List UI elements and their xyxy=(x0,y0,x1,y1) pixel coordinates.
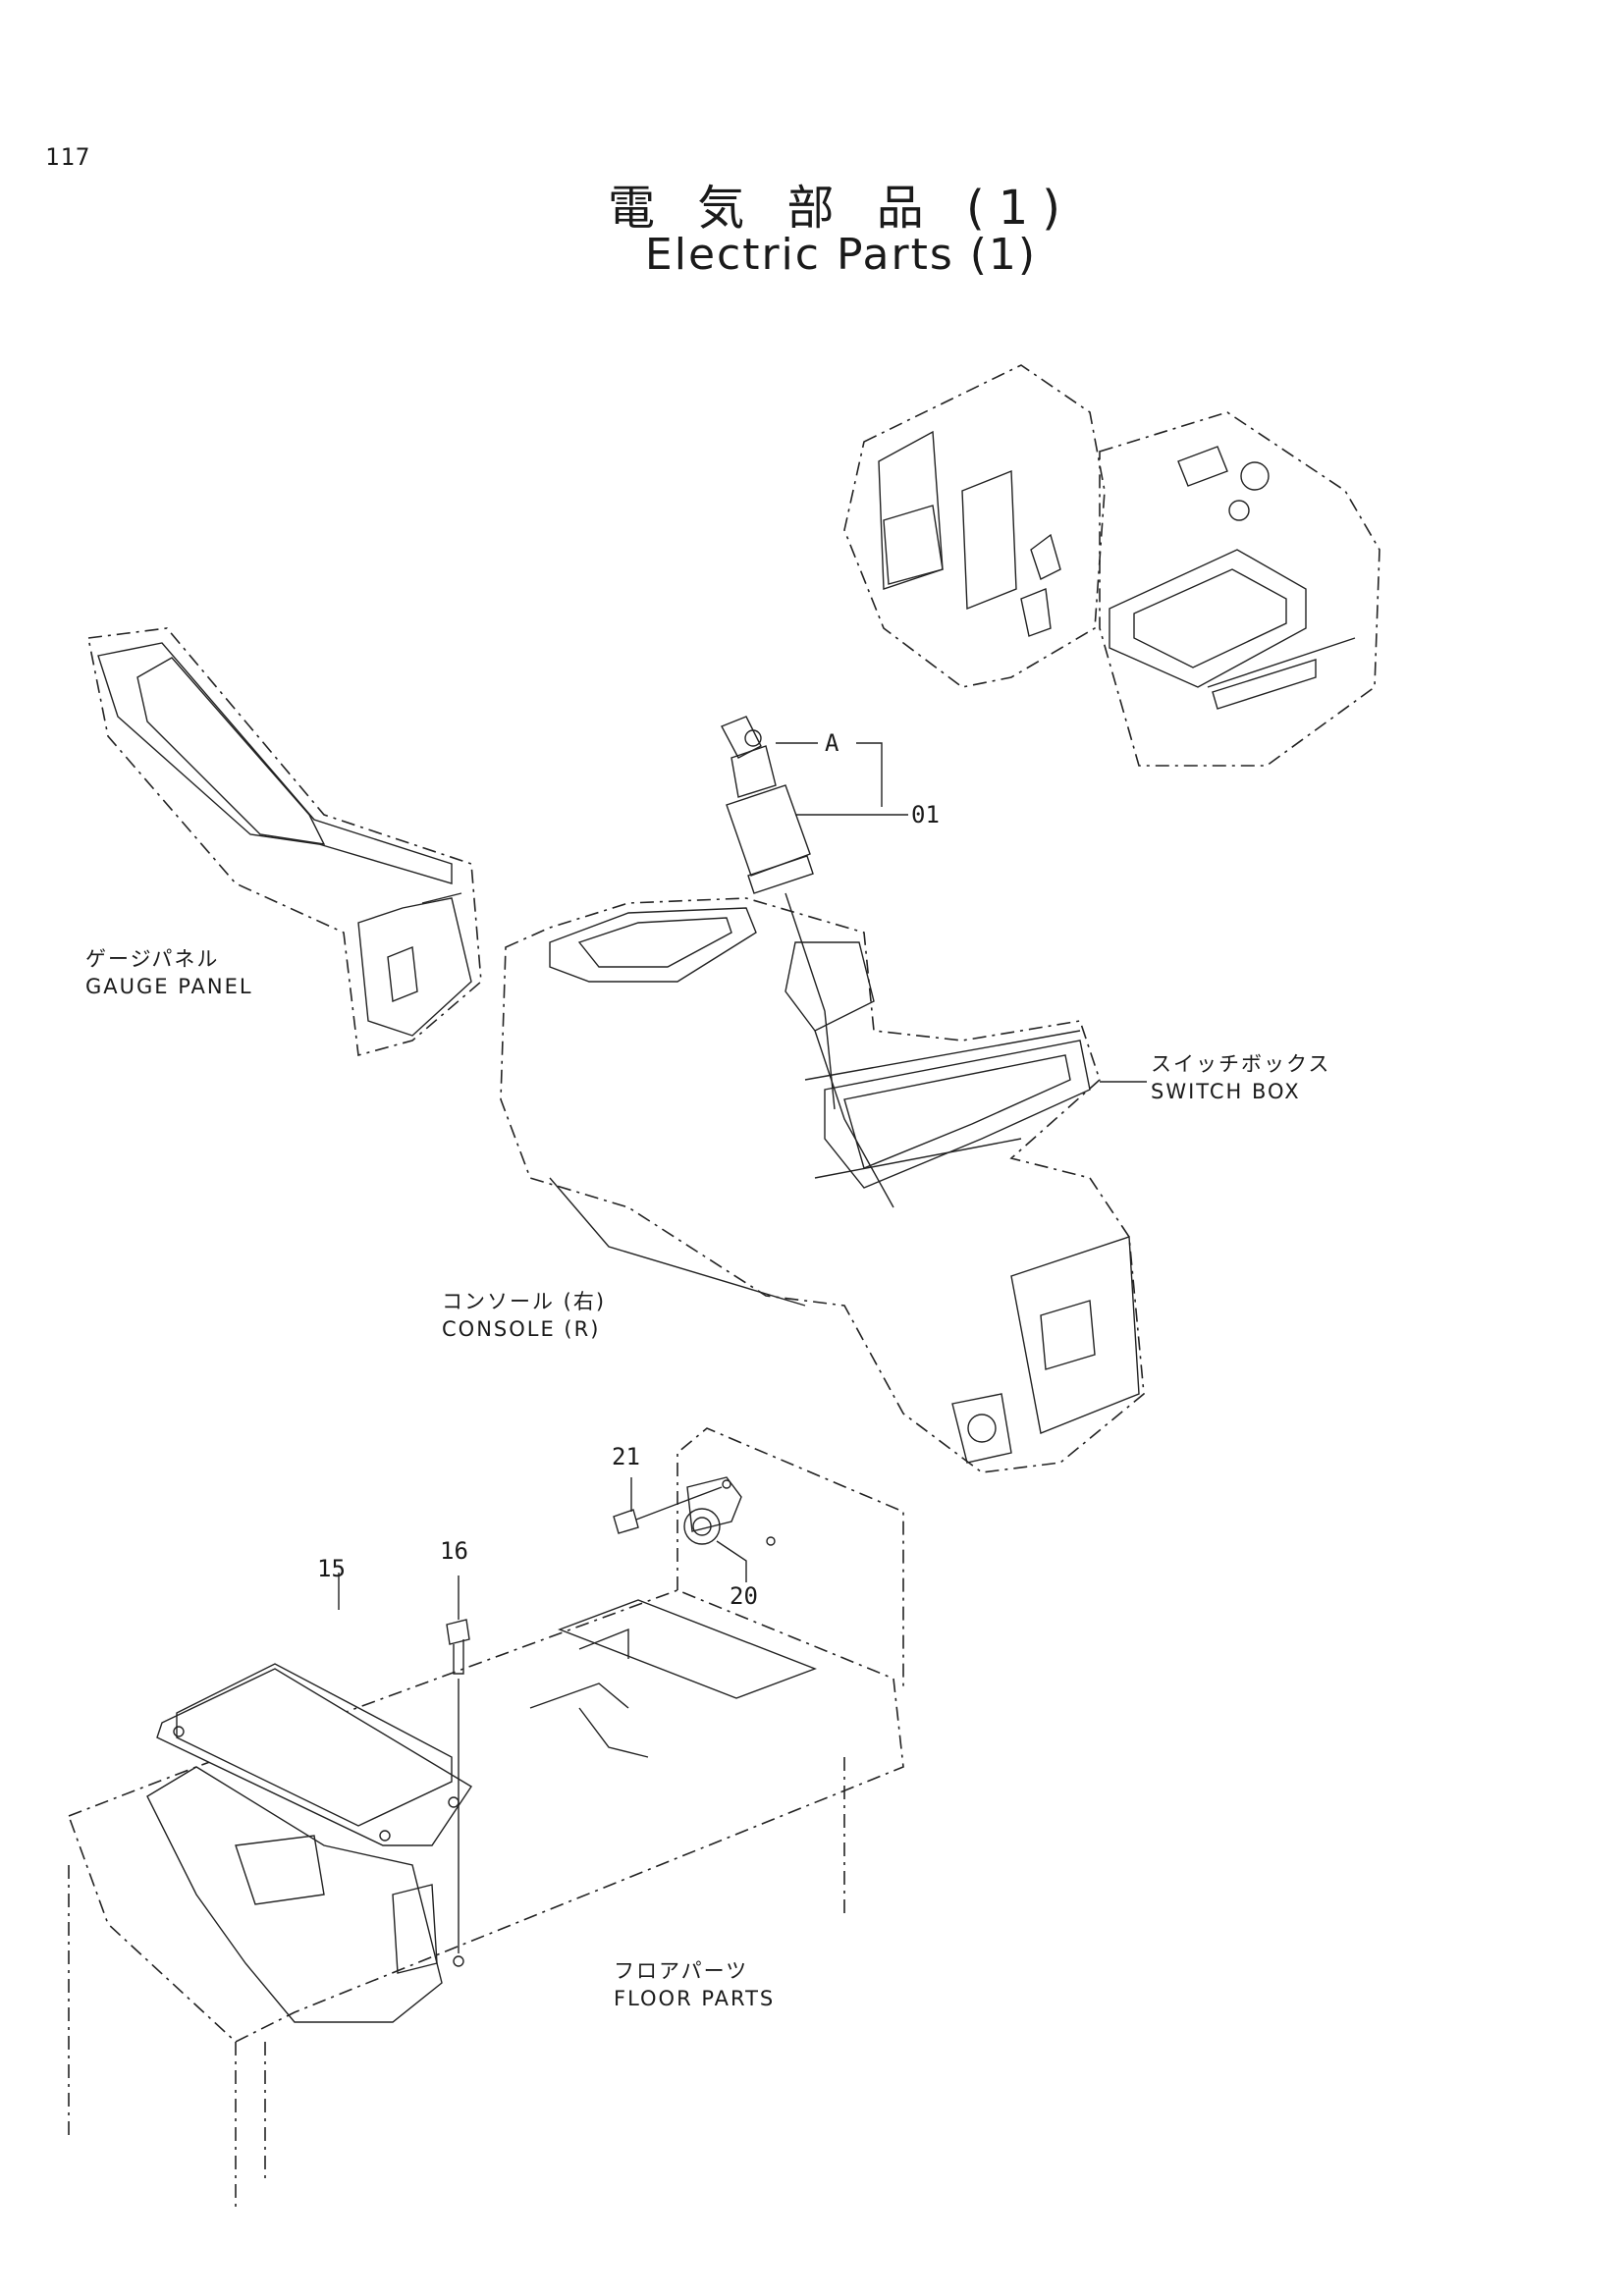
page-title-japanese: 電 気 部 品 (1) xyxy=(607,181,1075,236)
console-label-japanese: コンソール (右) xyxy=(442,1290,607,1313)
part-number-20: 20 xyxy=(730,1582,758,1610)
floor-parts-label-japanese: フロアパーツ xyxy=(614,1959,749,1983)
gauge-panel-label-english: GAUGE PANEL xyxy=(85,975,253,998)
switch-box-label-english: SWITCH BOX xyxy=(1151,1080,1301,1103)
part-number-21: 21 xyxy=(612,1443,640,1470)
leader-lines xyxy=(338,742,1147,1620)
switch-box-label-japanese: スイッチボックス xyxy=(1151,1052,1331,1076)
part-number-16: 16 xyxy=(440,1537,468,1565)
excavator-overview-illustration xyxy=(843,364,1380,767)
page-title-english: Electric Parts (1) xyxy=(644,230,1038,280)
floor-parts-illustration xyxy=(67,1427,904,2209)
console-right-illustration xyxy=(500,897,1145,1473)
key-switch-illustration xyxy=(721,716,836,1110)
gauge-panel-illustration xyxy=(87,627,482,1057)
floor-parts-label-english: FLOOR PARTS xyxy=(614,1987,776,2010)
page-number: 117 xyxy=(45,143,91,171)
part-number-a: A xyxy=(825,729,839,757)
part-number-01: 01 xyxy=(911,801,940,828)
console-label-english: CONSOLE (R) xyxy=(442,1317,601,1341)
part-number-15: 15 xyxy=(317,1555,346,1582)
gauge-panel-label-japanese: ゲージパネル xyxy=(85,947,220,971)
